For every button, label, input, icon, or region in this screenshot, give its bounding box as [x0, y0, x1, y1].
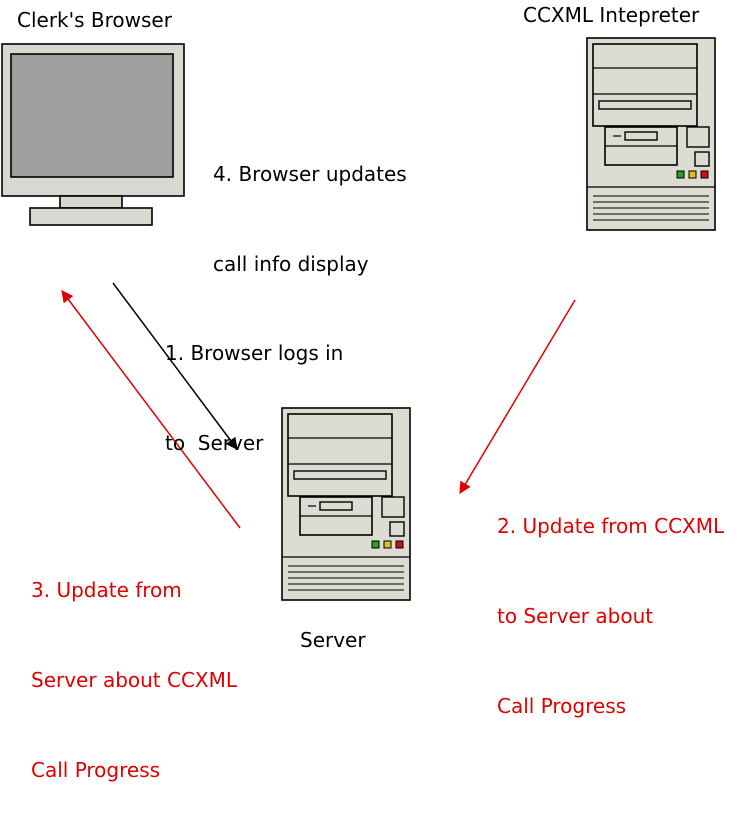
- step3-line-2: Server about CCXML: [31, 668, 238, 692]
- ccxml-update-arrow: [459, 299, 576, 495]
- monitor-icon: [1, 43, 185, 226]
- node-label-clerk-browser: Clerk's Browser: [17, 8, 172, 32]
- step2-line-1: 2. Update from CCXML: [497, 514, 725, 538]
- tower-computer-icon: [281, 407, 411, 601]
- login-arrow: [112, 282, 238, 450]
- step2-line-2: to Server about: [497, 604, 654, 628]
- step1-label: 1. Browser logs in to Server: [165, 278, 343, 488]
- step3-label: 3. Update from Server about CCXML Call P…: [31, 515, 237, 815]
- step3-line-3: Call Progress: [31, 758, 161, 782]
- step4-label: 4. Browser updates call info display: [213, 99, 407, 309]
- step2-label: 2. Update from CCXML to Server about Cal…: [497, 451, 724, 751]
- step3-line-1: 3. Update from: [31, 578, 182, 602]
- network-diagram: [1, 37, 716, 601]
- step4-line-1: 4. Browser updates: [213, 162, 407, 186]
- step4-line-2: call info display: [213, 252, 369, 276]
- step1-line-1: 1. Browser logs in: [165, 341, 344, 365]
- node-label-server: Server: [300, 628, 366, 652]
- step2-line-3: Call Progress: [497, 694, 627, 718]
- step1-line-2: to Server: [165, 431, 264, 455]
- node-label-ccxml-interpreter: CCXML Intepreter: [523, 3, 700, 27]
- tower-computer-icon: [586, 37, 716, 231]
- server-update-arrow: [61, 290, 241, 529]
